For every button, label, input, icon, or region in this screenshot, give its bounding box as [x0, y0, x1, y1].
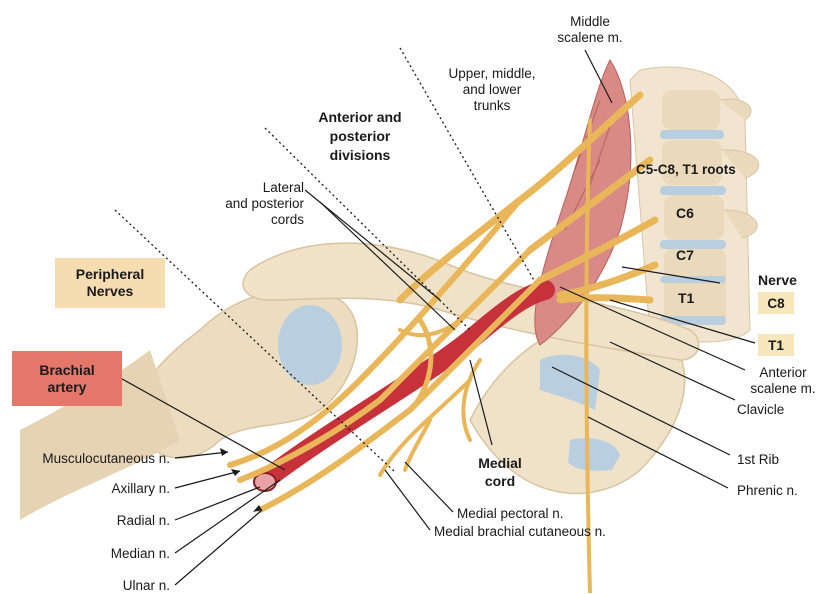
divisions-label: Anterior and posterior divisions — [300, 108, 420, 165]
vertebra-t1-label: T1 — [678, 290, 694, 306]
nerve-t1-tag: T1 — [758, 334, 794, 356]
phrenic-label: Phrenic n. — [737, 483, 798, 499]
trunks-label: Upper, middle, and lower trunks — [432, 66, 552, 114]
medial-pectoral-label: Medial pectoral n. — [457, 506, 564, 522]
clavicle-label: Clavicle — [737, 402, 784, 418]
median-label: Median n. — [0, 546, 170, 562]
roots-label: C5-C8, T1 roots — [636, 162, 736, 177]
medial-cord-label: Medial cord — [470, 454, 530, 490]
vertebra-c6-label: C6 — [676, 205, 694, 221]
musculocutaneous-label: Musculocutaneous n. — [0, 451, 170, 467]
axillary-label: Axillary n. — [0, 481, 170, 497]
nerve-c8-tag: C8 — [758, 292, 794, 314]
radial-label: Radial n. — [0, 513, 170, 529]
vertebra-c7-label: C7 — [676, 247, 694, 263]
anterior-scalene-label: Anterior scalene m. — [738, 365, 828, 397]
first-rib-label: 1st Rib — [737, 452, 779, 468]
nerve-heading: Nerve — [758, 272, 797, 288]
middle-scalene-label: Middle scalene m. — [545, 14, 635, 46]
medial-brachial-cutaneous-label: Medial brachial cutaneous n. — [434, 524, 606, 540]
lateral-posterior-cords-label: Lateral and posterior cords — [192, 180, 304, 228]
ulnar-label: Ulnar n. — [0, 578, 170, 594]
brachial-artery-box: Brachial artery — [12, 351, 122, 406]
peripheral-nerves-box: Peripheral Nerves — [55, 258, 165, 308]
